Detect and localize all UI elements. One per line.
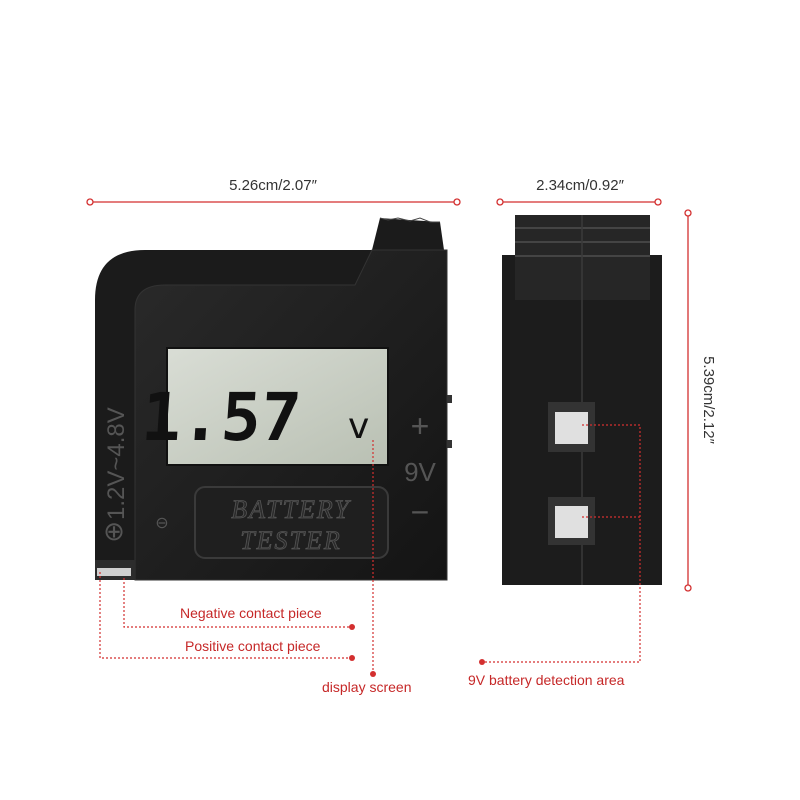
nine-volt-contact (555, 412, 588, 444)
dimension-side-width (496, 198, 662, 206)
display-unit: v (348, 406, 369, 447)
side-width-label: 2.34cm/0.92″ (536, 177, 625, 194)
positive-contact-label: Positive contact piece (185, 638, 321, 654)
nine-volt-plus: + (411, 408, 430, 444)
nine-volt-area-label: 9V battery detection area (468, 672, 625, 688)
annotation-leaders (99, 424, 641, 672)
front-width-label: 5.26cm/2.07″ (229, 177, 318, 194)
nine-volt-minus: − (411, 494, 430, 530)
battery-tester-side (502, 215, 662, 585)
negative-symbol: ⊖ (155, 515, 168, 532)
nine-volt-contact (555, 506, 588, 538)
contact-piece (97, 568, 131, 576)
display-value: 1.57 (139, 379, 303, 456)
positive-symbol: ⊕ (103, 516, 125, 546)
battery-tester-front: 1.57 v 1.2V~4.8V ⊕ ⊖ + 9V − BATTERY TEST… (95, 217, 452, 581)
negative-contact-label: Negative contact piece (180, 605, 322, 621)
nine-volt-label: 9V (404, 457, 436, 487)
range-label: 1.2V~4.8V (103, 407, 130, 520)
height-label: 5.39cm/2.12″ (700, 356, 717, 445)
display-screen-label: display screen (322, 679, 412, 695)
dimension-front-width (86, 198, 461, 206)
lcd-screen (166, 347, 389, 466)
brand-badge (194, 486, 389, 559)
badge-line2: TESTER (240, 526, 342, 555)
dimension-height (684, 209, 692, 592)
badge-line1: BATTERY (231, 495, 351, 524)
